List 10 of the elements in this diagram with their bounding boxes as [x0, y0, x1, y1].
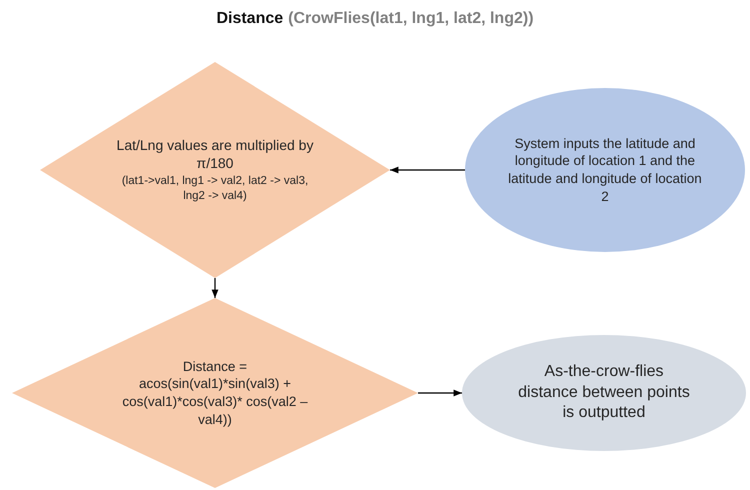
node-text: Distance = acos(sin(val1)*sin(val3) + cos(val1)*cos(val3)* cos(val2 – val4)) — [121, 358, 309, 428]
node-text: (lat1->val1, lng1 -> val2, lat2 -> val3, lng2 -> val4) — [120, 174, 310, 204]
node-text: As-the-crow-flies distance between points is outputted — [517, 362, 691, 424]
node-text: System inputs the latitude and longitude of location 1 and the latitude and longitude of location 2 — [507, 134, 703, 206]
arrow — [212, 278, 218, 298]
title: Distance — [216, 10, 284, 28]
arrow — [390, 166, 465, 174]
node-text: Lat/Lng values are multiplied by π/180 — [116, 136, 314, 172]
arrow — [418, 390, 462, 396]
function-signature: (CrowFlies(lat1, lng1, lat2, lng2)) — [288, 10, 534, 28]
